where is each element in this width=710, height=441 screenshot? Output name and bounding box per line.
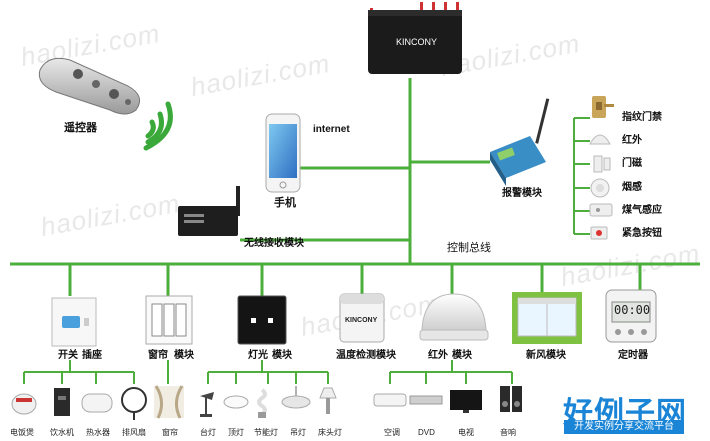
phone-label: 手机 [274, 197, 296, 209]
alarm-item-label: 指纹门禁 [622, 112, 662, 123]
tv-icon [450, 390, 482, 413]
bus-label: 控制总线 [447, 242, 491, 254]
device-label: DVD [418, 428, 435, 437]
gas-sensor-icon [589, 203, 613, 217]
curtain-icon [154, 385, 184, 419]
device-label: 窗帘 [162, 428, 178, 437]
gateway-brand: KINCONY [396, 37, 438, 47]
wireless-module-label: 无线接收模块 [244, 238, 304, 249]
alarm-item-label: 紧急按钮 [622, 228, 662, 239]
infrared-sensor-icon [589, 134, 611, 145]
alarm-module-device [490, 98, 550, 186]
door-sensor-icon [593, 155, 611, 173]
device-label: 台灯 [200, 428, 216, 437]
wireless-receiver-device [178, 186, 240, 236]
curtain-switch-device [145, 295, 193, 345]
device-label: 空调 [384, 428, 400, 437]
gateway-device [368, 2, 462, 74]
device-label: 饮水机 [50, 428, 74, 437]
alarm-branch [573, 117, 590, 235]
internet-label: internet [313, 124, 350, 135]
fresh-air-window-image [512, 292, 582, 344]
phone-device [265, 113, 301, 193]
light-touch-panel-device [237, 295, 287, 345]
device-label: 电视 [458, 428, 474, 437]
alarm-item-label: 红外 [622, 135, 642, 146]
device-label: 床头灯 [318, 428, 342, 437]
desk-lamp-icon [200, 392, 214, 417]
remote-label: 遥控器 [64, 122, 97, 134]
alarm-item-label: 烟感 [622, 182, 642, 193]
device-label: 排风扇 [122, 428, 146, 437]
temp-module-label: 温度检测模块 [336, 350, 396, 361]
light-module-label: 模块 [272, 350, 292, 361]
site-logo-subtitle: 开发实例分享交流平台 [564, 420, 684, 434]
ir-module-label: 模块 [452, 350, 472, 361]
switch-label: 开关 [58, 350, 78, 361]
fresh-air-label: 新风模块 [526, 350, 566, 361]
socket-label: 插座 [82, 350, 102, 361]
timer-label: 定时器 [618, 350, 648, 361]
device-label: 吊灯 [290, 428, 306, 437]
ir-label: 红外 [428, 350, 448, 361]
bedside-lamp-icon [319, 387, 337, 414]
alarm-item-label: 煤气感应 [622, 205, 662, 216]
device-label: 电饭煲 [10, 428, 34, 437]
emergency-button-icon [590, 226, 608, 240]
water-dispenser-icon [54, 388, 70, 416]
water-heater-icon [81, 393, 113, 413]
ceiling-light-icon [223, 395, 249, 409]
curtain-module-label: 模块 [174, 350, 194, 361]
curtain-label: 窗帘 [148, 350, 168, 361]
dvd-player-icon [409, 395, 443, 405]
socket-panel-device [51, 297, 97, 347]
temperature-module-device [339, 293, 385, 343]
device-label: 顶灯 [228, 428, 244, 437]
timer-display: 00:00 [614, 303, 651, 317]
light-label: 灯光 [248, 350, 268, 361]
alarm-item-label: 门磁 [622, 158, 642, 169]
wireless-signal-icon [143, 101, 173, 151]
remote-control-device [38, 57, 141, 115]
device-branches [23, 360, 513, 384]
bus-lines [10, 78, 700, 296]
energy-saving-bulb-icon [257, 388, 267, 418]
rice-cooker-icon [11, 393, 37, 415]
speaker-icon [500, 386, 522, 412]
device-label: 节能灯 [254, 428, 278, 437]
fingerprint-lock-icon [592, 96, 614, 118]
air-conditioner-icon [373, 393, 407, 407]
temp-brand: KINCONY [345, 317, 378, 324]
alarm-module-label: 报警模块 [502, 188, 542, 199]
chandelier-icon [281, 386, 311, 409]
smoke-sensor-icon [590, 178, 610, 198]
device-label: 音响 [500, 428, 516, 437]
exhaust-fan-icon [121, 387, 147, 420]
device-label: 热水器 [86, 428, 110, 437]
timer-device [605, 289, 657, 343]
ir-dome-device [419, 293, 489, 341]
